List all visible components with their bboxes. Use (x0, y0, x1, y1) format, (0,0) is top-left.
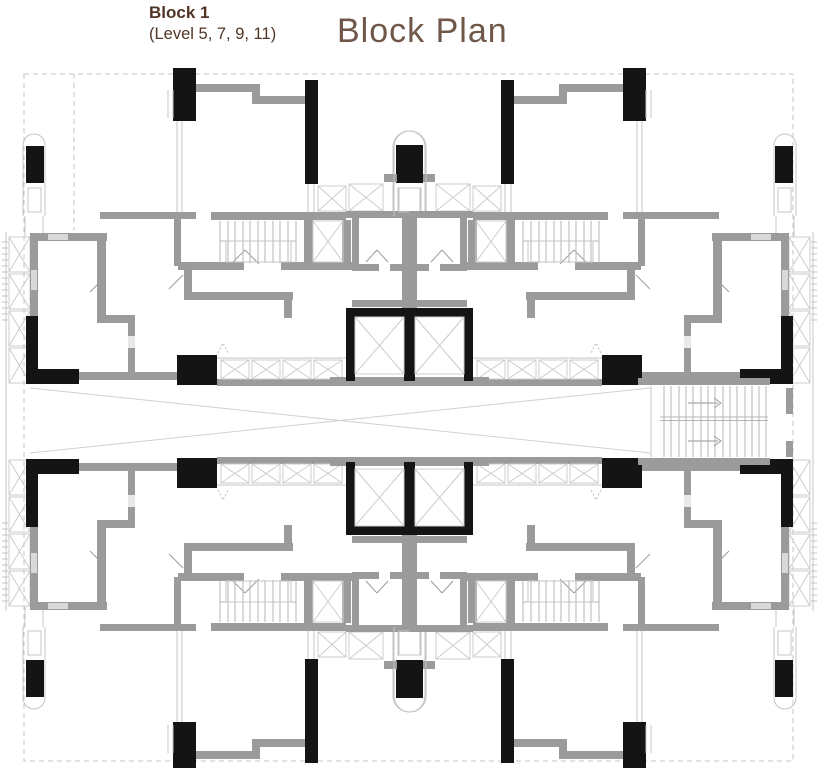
quadrant-top-left (1, 67, 431, 387)
central-corridor (5, 378, 814, 465)
block-label: Block 1 (149, 3, 210, 22)
page-title: Block Plan (337, 12, 508, 50)
quadrant-bottom-right (388, 456, 818, 768)
levels-label: (Level 5, 7, 9, 11) (149, 25, 277, 43)
site-boundary (23, 73, 794, 762)
quadrant-bottom-left (1, 456, 431, 768)
quadrant-top-right (388, 67, 818, 387)
corridor-end-walls (786, 388, 793, 457)
corridor-stair (638, 378, 770, 465)
